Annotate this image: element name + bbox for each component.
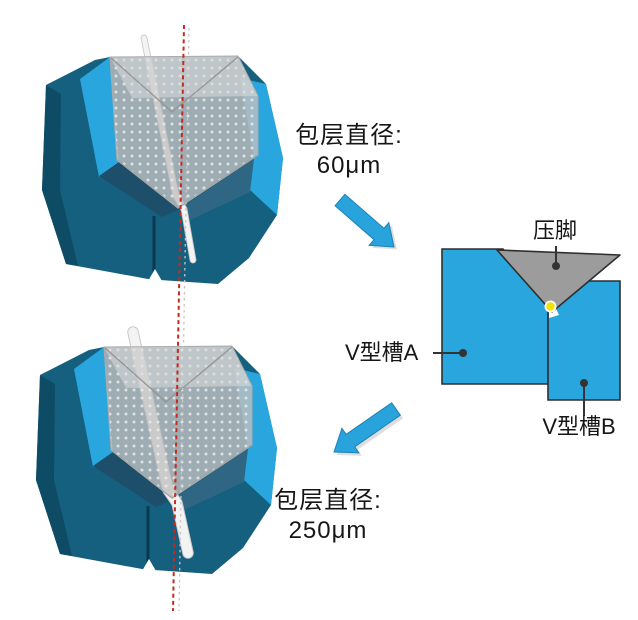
v-groove-a-label: V型槽A xyxy=(345,340,419,365)
v-block-render-60um xyxy=(40,34,285,286)
axis-line-gray xyxy=(178,27,190,612)
presser-leader-dot xyxy=(552,262,560,270)
cladding-diameter-60-value: 60μm xyxy=(316,152,382,179)
groove-a-leader-dot xyxy=(459,349,467,357)
cladding-diameter-60-annotation: 包层直径: 60μm xyxy=(259,121,439,181)
arrow-down-left-icon xyxy=(333,402,404,456)
groove-b-leader-dot xyxy=(580,379,588,387)
v-block-render-250um xyxy=(34,326,279,576)
cladding-diameter-60-title: 包层直径: xyxy=(295,122,403,149)
cross-section-schematic xyxy=(433,246,621,416)
presser-foot-label: 压脚 xyxy=(532,218,577,243)
presser-foot-shape xyxy=(496,249,621,313)
groove-block-b xyxy=(547,280,621,401)
cladding-diameter-250-value: 250μm xyxy=(288,517,368,544)
v-groove-b-label: V型槽B xyxy=(542,414,616,439)
cladding-diameter-250-annotation: 包层直径: 250μm xyxy=(238,486,418,546)
arrow-down-right-icon xyxy=(334,193,397,250)
cladding-diameter-250-title: 包层直径: xyxy=(274,487,382,514)
fiber-cross-section xyxy=(546,302,555,311)
